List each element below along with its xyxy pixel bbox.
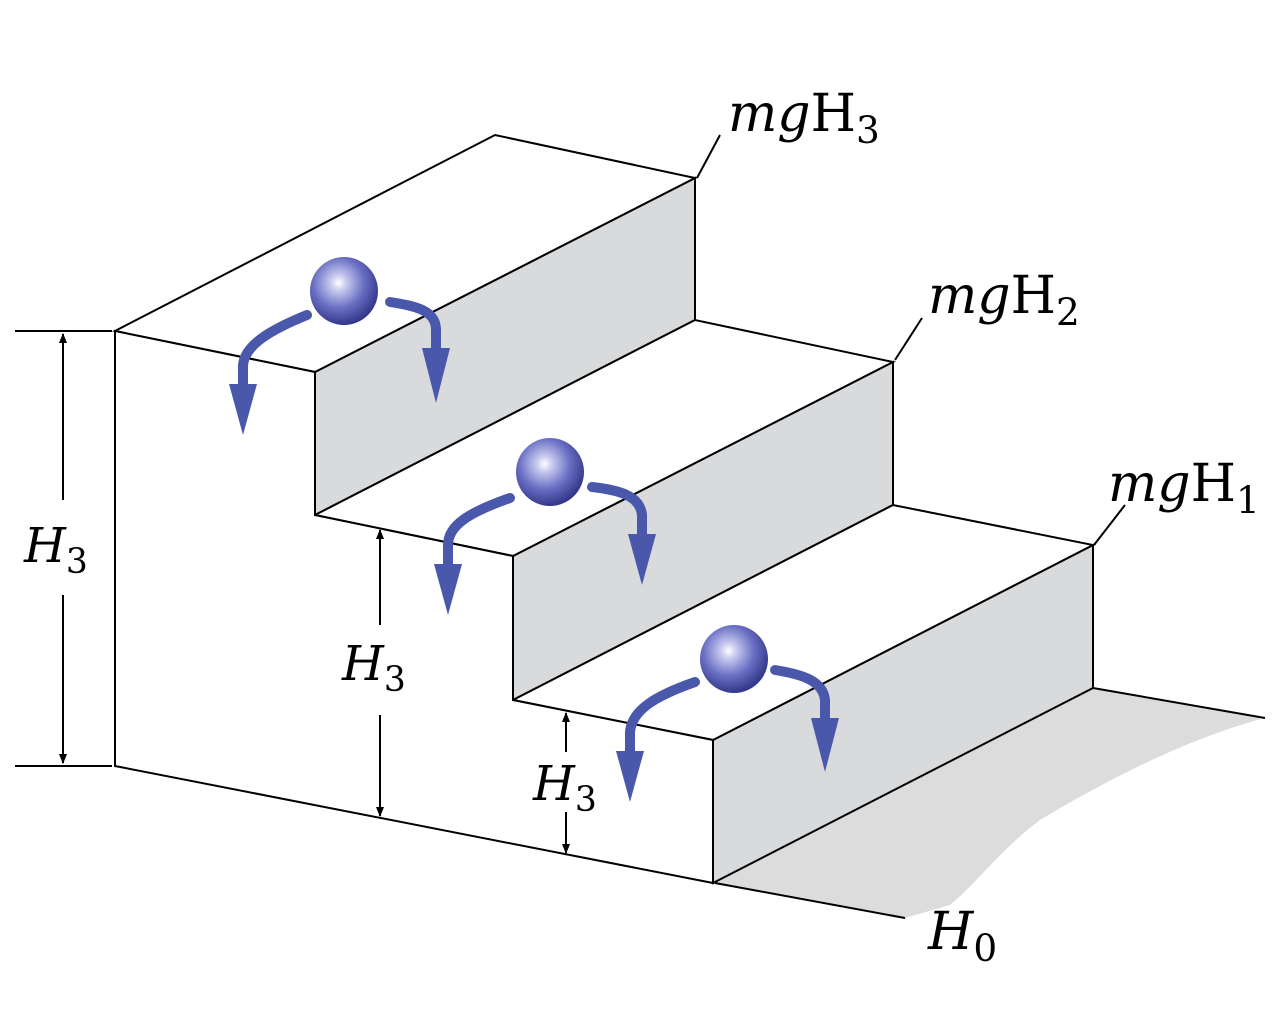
label-mgh3: mgH3 [728,84,880,152]
arrow-bottom-left [625,677,700,760]
label-dim-middle: H3 [342,636,406,701]
ball-bottom [700,625,768,693]
label-mgh1: mgH1 [1108,454,1260,522]
ground-back-edge [1092,687,1266,719]
arrow-top-right [385,297,441,357]
arrow-top-left [238,310,312,393]
leader-level-2 [894,317,923,361]
arrow-middle-left [443,493,515,573]
arrow-middle-right-head [628,534,656,585]
ball-middle [516,438,584,506]
arrow-bottom-right-head [811,718,839,772]
arrow-bottom-right [770,665,830,727]
ground-front-edge [714,882,906,919]
side-face [114,329,714,885]
label-dim-right: H3 [533,756,597,821]
arrow-top-right-head [422,348,450,403]
label-h0: H0 [928,902,998,970]
ground-plane [715,688,1265,918]
ball-top [310,257,378,325]
leader-level-1 [1093,504,1126,546]
label-mgh2: mgH2 [928,266,1080,334]
arrow-bottom-left-head [616,751,644,802]
arrow-middle-right [587,482,647,543]
label-dim-left: H3 [24,518,88,583]
arrow-top-left-head [229,384,257,435]
leader-level-3 [696,134,721,179]
arrow-middle-left-head [434,564,462,615]
